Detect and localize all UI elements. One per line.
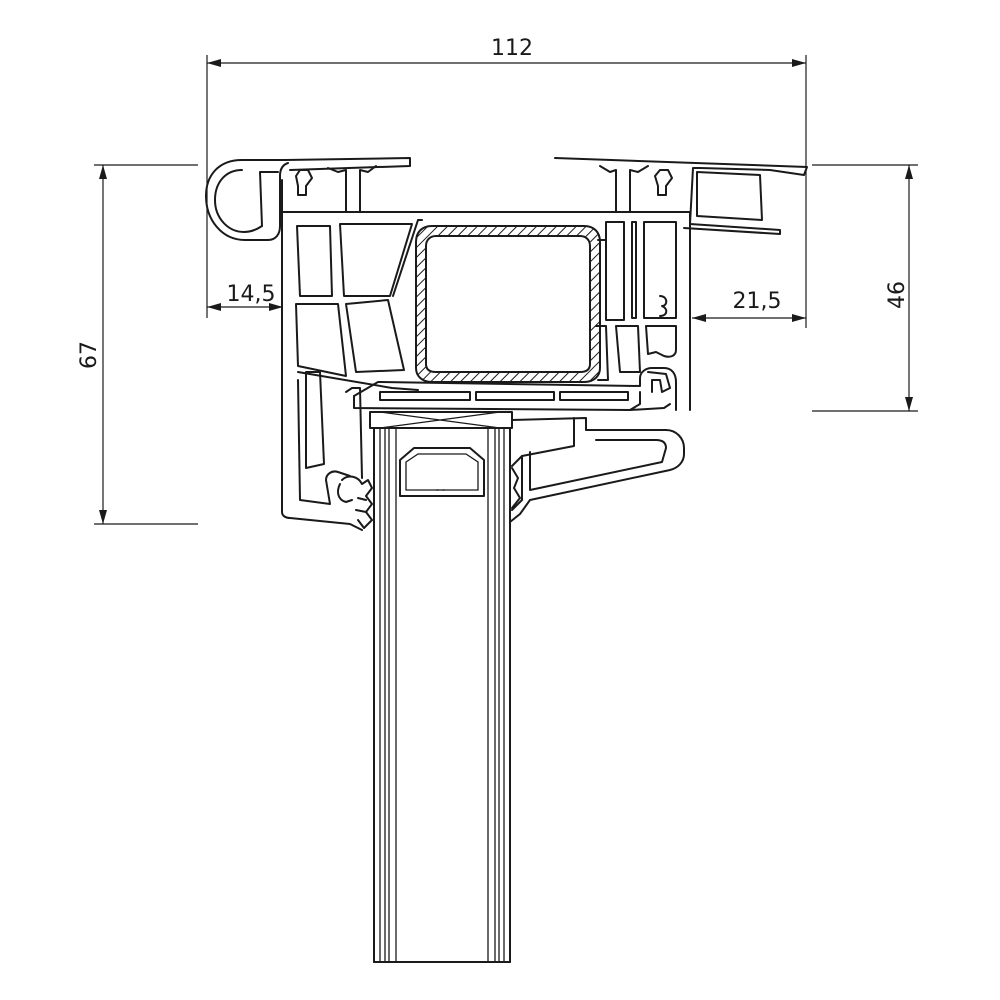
gasket-right [511,467,521,509]
frame-profile [205,157,808,531]
top-clip-left [295,165,377,213]
dimension-overall-width: 112 [206,36,807,160]
dimension-overall-height: 67 [77,164,198,525]
dimension-label-112: 112 [491,36,533,61]
dimension-left-offset: 14,5 [206,160,283,318]
dimension-right-offset: 21,5 [692,160,807,328]
dimension-frame-height: 46 [812,164,918,412]
steel-reinforcement [415,225,601,383]
dimension-label-21-5: 21,5 [733,289,782,314]
spacer-bar [399,447,485,497]
dimension-label-14-5: 14,5 [227,282,276,307]
frame-outer-outline [281,179,691,531]
top-clip-right [599,165,673,213]
glass-unit [369,411,513,963]
setting-block [369,411,513,429]
dimension-label-67: 67 [77,341,102,369]
left-bead [205,159,289,241]
dimension-label-46: 46 [885,281,910,309]
glazing-bead [509,417,685,523]
gasket-left [337,475,373,529]
